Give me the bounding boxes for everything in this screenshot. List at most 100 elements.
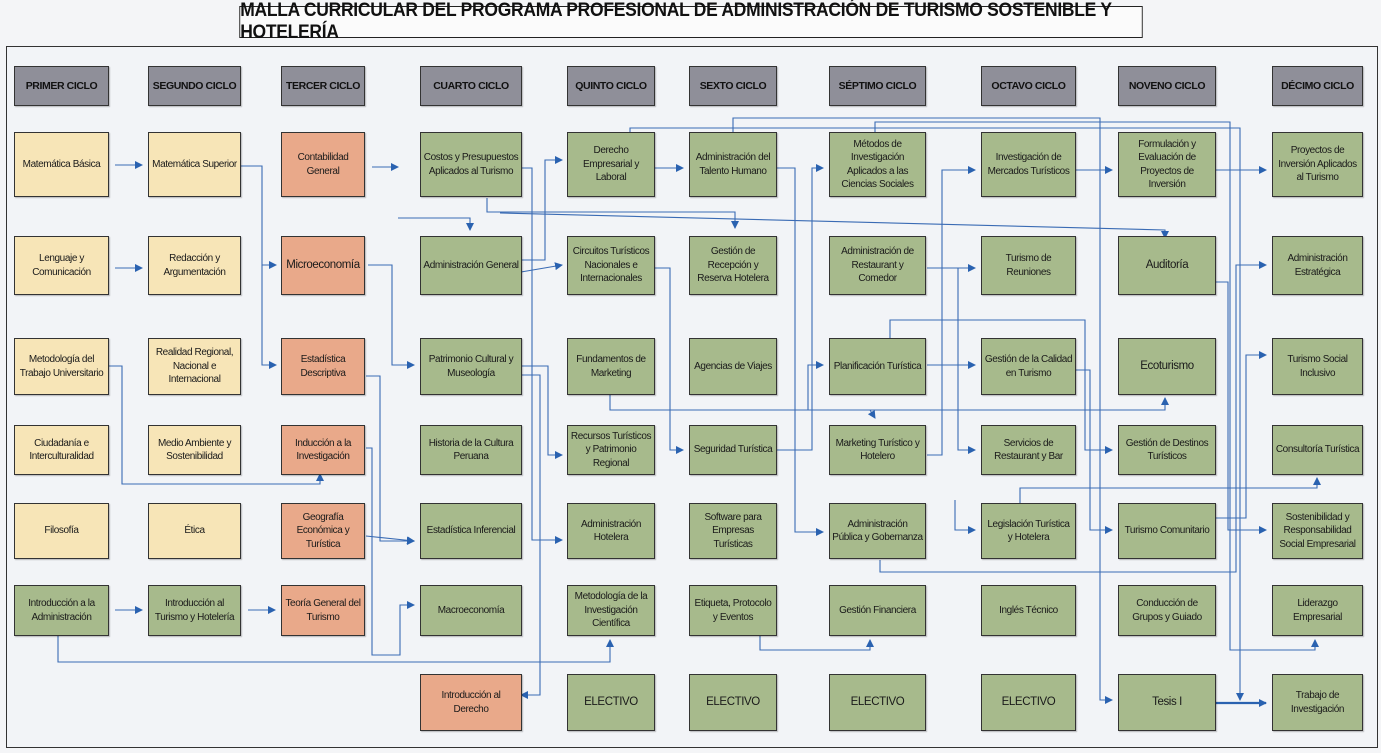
course-filosofia: Filosofía (14, 503, 109, 559)
course-electivo: ELECTIVO (689, 674, 777, 731)
course-estadistica-descriptiva: Estadística Descriptiva (281, 338, 365, 395)
course-teoria-general-del-turismo: Teoría General del Turismo (281, 585, 365, 636)
course-auditoria: Auditoría (1118, 236, 1216, 295)
course-realidad-regional-nacional-e-internacional: Realidad Regional, Nacional e Internacio… (148, 338, 241, 395)
arrow (1216, 281, 1267, 534)
course-tesis-i: Tesis I (1118, 674, 1216, 731)
course-introduccion-a-la-administracion: Introducción a la Administración (14, 585, 109, 636)
course-microeconomia: Microeconomía (281, 236, 365, 295)
course-seguridad-turistica: Seguridad Turística (689, 425, 777, 475)
arrow (521, 156, 563, 261)
course-administracion-del-talento-humano: Administración del Talento Humano (689, 132, 777, 197)
course-introduccion-al-derecho: Introducción al Derecho (420, 674, 522, 731)
arrow (1019, 477, 1321, 503)
course-electivo: ELECTIVO (981, 674, 1076, 731)
cycle-header-cuarto-ciclo: CUARTO CICLO (420, 66, 522, 106)
arrow (609, 395, 1169, 411)
course-agencias-de-viajes: Agencias de Viajes (689, 338, 777, 395)
course-etica: Ética (148, 503, 241, 559)
arrow (777, 167, 824, 536)
arrow (499, 212, 1169, 239)
page-title: MALLA CURRICULAR DEL PROGRAMA PROFESIONA… (239, 0, 1143, 43)
arrow (655, 267, 684, 454)
course-consultoria-turistica: Consultoría Turística (1272, 425, 1363, 475)
course-investigacion-de-mercados-turisticos: Investigación de Mercados Turísticos (981, 132, 1076, 197)
course-recursos-turisticos-y-patrimonio-regional: Recursos Turísticos y Patrimonio Regiona… (567, 425, 655, 475)
course-fundamentos-de-marketing: Fundamentos de Marketing (567, 338, 655, 395)
course-administracion-publica-y-gobernanza: Administración Pública y Gobernanza (829, 503, 926, 559)
course-etiqueta-protocolo-y-eventos: Etiqueta, Protocolo y Eventos (689, 585, 777, 636)
course-contabilidad-general: Contabilidad General (281, 132, 365, 197)
course-patrimonio-cultural-y-museologia: Patrimonio Cultural y Museología (420, 338, 522, 395)
course-metodos-de-investigacion-aplicados-a-las-ciencias-sociales: Métodos de Investigación Aplicados a las… (829, 132, 926, 197)
arrow (732, 117, 1113, 704)
arrow (366, 375, 415, 545)
course-gestion-de-destinos-turisticos: Gestión de Destinos Turísticos (1118, 425, 1216, 475)
course-historia-de-la-cultura-peruana: Historia de la Cultura Peruana (420, 425, 522, 475)
course-administracion-de-restaurant-y-comedor: Administración de Restaurant y Comedor (829, 236, 926, 295)
course-matematica-superior: Matemática Superior (148, 132, 241, 197)
arrow (521, 167, 563, 544)
course-administracion-estrategica: Administración Estratégica (1272, 236, 1363, 295)
cycle-header-octavo-ciclo: OCTAVO CICLO (981, 66, 1076, 106)
course-introduccion-al-turismo-y-hoteleria: Introducción al Turismo y Hotelería (148, 585, 241, 636)
course-electivo: ELECTIVO (567, 674, 655, 731)
arrow (108, 365, 324, 485)
course-metodologia-de-la-investigacion-cientifica: Metodología de la Investigación Científi… (567, 585, 655, 636)
arrow (889, 319, 1113, 454)
arrow (520, 262, 563, 273)
course-formulacion-y-evaluacion-de-proyectos-de-inversion: Formulación y Evaluación de Proyectos de… (1118, 132, 1216, 197)
course-software-para-empresas-turisticas: Software para Empresas Turísticas (689, 503, 777, 559)
arrow (365, 535, 415, 545)
course-administracion-hotelera: Administración Hotelera (567, 503, 655, 559)
course-metodologia-del-trabajo-universitario: Metodología del Trabajo Universitario (14, 338, 109, 395)
arrow (366, 447, 415, 656)
arrow (521, 365, 563, 459)
cycle-header-septimo-ciclo: SÉPTIMO CICLO (829, 66, 926, 106)
course-trabajo-de-investigacion: Trabajo de Investigación (1272, 674, 1363, 731)
arrow (241, 165, 277, 269)
course-matematica-basica: Matemática Básica (14, 132, 109, 197)
course-derecho-empresarial-y-laboral: Derecho Empresarial y Laboral (567, 132, 655, 197)
course-marketing-turistico-y-hotelero: Marketing Turístico y Hotelero (829, 425, 926, 475)
course-conduccion-de-grupos-y-guiado: Conducción de Grupos y Guiado (1118, 585, 1216, 636)
course-turismo-comunitario: Turismo Comunitario (1118, 503, 1216, 559)
arrow (486, 198, 739, 229)
arrow (867, 409, 876, 419)
cycle-header-tercer-ciclo: TERCER CICLO (281, 66, 365, 106)
course-servicios-de-restaurant-y-bar: Servicios de Restaurant y Bar (981, 425, 1076, 475)
arrow (368, 264, 415, 369)
course-gestion-de-la-calidad-en-turismo: Gestión de la Calidad en Turismo (981, 338, 1076, 395)
course-macroeconomia: Macroeconomía (420, 585, 522, 636)
cycle-header-decimo-ciclo: DÉCIMO CICLO (1272, 66, 1363, 106)
course-ingles-tecnico: Inglés Técnico (981, 585, 1076, 636)
course-induccion-a-la-investigacion: Inducción a la Investigación (281, 425, 365, 475)
arrow (777, 164, 824, 451)
course-proyectos-de-inversion-aplicados-al-turismo: Proyectos de Inversión Aplicados al Turi… (1272, 132, 1363, 197)
course-geografia-economica-y-turistica: Geografía Económica y Turística (281, 503, 365, 559)
arrow (57, 635, 614, 663)
course-sostenibilidad-y-responsabilidad-social-empresarial: Sostenibilidad y Responsabilidad Social … (1272, 503, 1363, 559)
course-turismo-social-inclusivo: Turismo Social Inclusivo (1272, 338, 1363, 395)
course-redaccion-y-argumentacion: Redacción y Argumentación (148, 236, 241, 295)
arrow (874, 121, 1319, 651)
arrow (927, 166, 976, 456)
course-gestion-financiera: Gestión Financiera (829, 585, 926, 636)
arrow (520, 374, 541, 699)
course-legislacion-turistica-y-hotelera: Legislación Turística y Hotelera (981, 503, 1076, 559)
arrow (807, 361, 824, 410)
cycle-header-primer-ciclo: PRIMER CICLO (14, 66, 109, 106)
arrow (759, 635, 874, 651)
arrow (879, 261, 1267, 573)
cycle-header-quinto-ciclo: QUINTO CICLO (567, 66, 655, 106)
course-medio-ambiente-y-sostenibilidad: Medio Ambiente y Sostenibilidad (148, 425, 241, 475)
course-planificacion-turistica: Planificación Turística (829, 338, 926, 395)
cycle-header-sexto-ciclo: SEXTO CICLO (689, 66, 777, 106)
course-lenguaje-y-comunicacion: Lenguaje y Comunicación (14, 236, 109, 295)
course-administracion-general: Administración General (420, 236, 522, 295)
arrow (398, 217, 474, 231)
course-estadistica-inferencial: Estadística Inferencial (420, 503, 522, 559)
arrow (1076, 369, 1113, 534)
cycle-header-noveno-ciclo: NOVENO CICLO (1118, 66, 1216, 106)
